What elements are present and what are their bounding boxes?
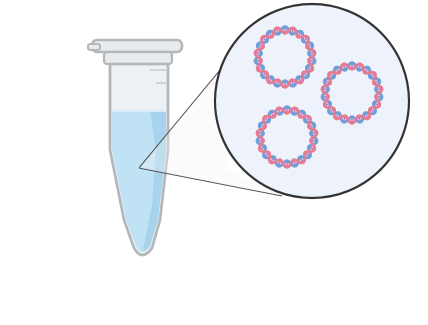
tube-cap	[88, 40, 182, 64]
